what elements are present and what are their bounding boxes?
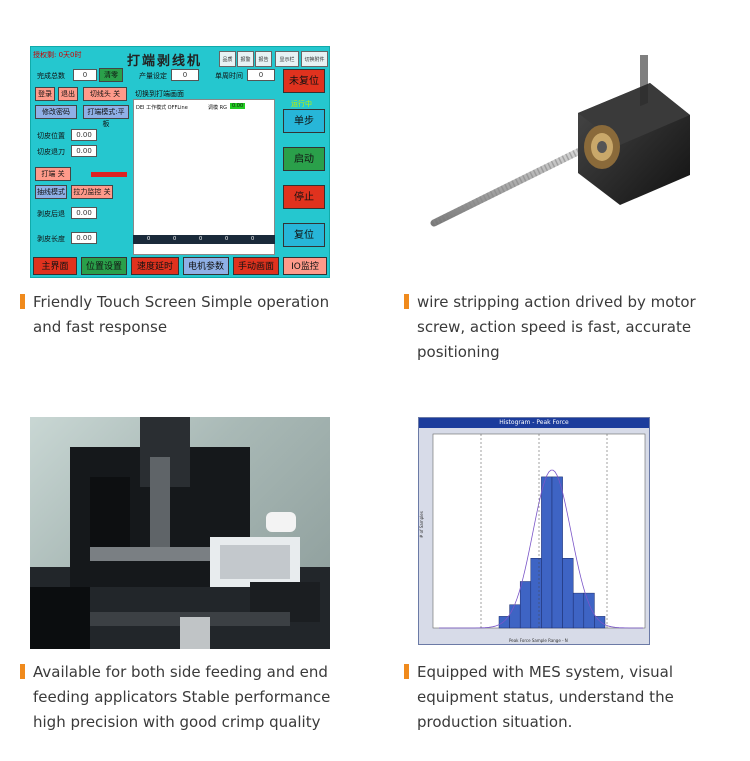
histogram-bar	[541, 476, 553, 629]
production-set-field[interactable]: 0	[171, 69, 199, 81]
hmi-title: 打端剥线机	[127, 54, 203, 69]
bottom-status-bar: 0 0 0 0 0	[133, 235, 275, 244]
hmi-touch-screen: 授权剩: 0天0时 打端剥线机 品质 报警 报告 显示栏 切换附件 完成总数 0…	[30, 46, 330, 278]
bottom-value: 0	[199, 236, 203, 242]
caption-line: equipment status, understand the	[417, 688, 674, 706]
strip-length-label: 剥皮长度	[37, 235, 65, 243]
crimp-applicator-image	[30, 417, 330, 649]
hmi-tab[interactable]: 切换附件	[301, 51, 328, 67]
crimp-mode-button[interactable]: 打端模式:平板	[83, 105, 129, 128]
crimp-toggle[interactable]: 打端 关	[35, 167, 71, 181]
caption-line: wire stripping action drived by motor	[417, 293, 696, 311]
twist-mode-button[interactable]: 抽线模式	[35, 185, 67, 199]
nav-manual[interactable]: 手动画面	[233, 257, 279, 275]
histogram-bar	[509, 604, 521, 629]
bottom-value: 0	[173, 236, 177, 242]
histogram-chart: # of Samples Peak Force Sample Range - N	[419, 433, 646, 643]
histogram-bar	[562, 558, 574, 629]
caption-line: Available for both side feeding and end	[33, 663, 328, 681]
hmi-tab[interactable]: 品质	[219, 51, 236, 67]
histogram-bar	[572, 592, 585, 629]
bullet-marker	[20, 294, 25, 309]
caption-line: production situation.	[417, 713, 573, 731]
hmi-tab[interactable]: 报告	[255, 51, 272, 67]
histogram-bar	[498, 616, 510, 629]
y-axis-label: # of Samples	[419, 511, 424, 538]
production-set-label: 产量设定	[139, 72, 167, 80]
caption-line: and fast response	[33, 318, 168, 336]
not-reset-button[interactable]: 未复位	[283, 69, 325, 93]
single-time-label: 单周时间	[215, 72, 243, 80]
cut-position-field[interactable]: 0.00	[71, 129, 97, 141]
change-password-button[interactable]: 修改密码	[35, 105, 77, 119]
histogram-bar	[594, 616, 606, 629]
nav-io-monitor[interactable]: IO监控	[283, 257, 327, 275]
pull-monitor-toggle[interactable]: 拉力监控 关	[71, 185, 113, 199]
bottom-value: 0	[251, 236, 255, 242]
caption-line: Friendly Touch Screen Simple operation	[33, 293, 330, 311]
status-line: DEI 工作模式 OFFLine	[136, 105, 188, 111]
start-button[interactable]: 启动	[283, 147, 325, 171]
caption-line: high precision with good crimp quality	[33, 713, 321, 731]
reset-button[interactable]: 复位	[283, 223, 325, 247]
clear-button[interactable]: 清零	[99, 68, 123, 82]
crimp-applicator-photo	[30, 417, 330, 649]
login-button[interactable]: 登录	[35, 87, 55, 101]
logout-button[interactable]: 退出	[58, 87, 78, 101]
bottom-value: 0	[147, 236, 151, 242]
done-total-label: 完成总数	[37, 72, 65, 80]
stop-button[interactable]: 停止	[283, 185, 325, 209]
caption-line: feeding applicators Stable performance	[33, 688, 331, 706]
nav-motor-params[interactable]: 电机参数	[183, 257, 229, 275]
caption-line: screw, action speed is fast, accurate	[417, 318, 692, 336]
histogram-title: Histogram - Peak Force	[419, 418, 649, 428]
nav-speed-delay[interactable]: 速度延时	[131, 257, 179, 275]
status-panel: DEI 工作模式 OFFLine 调模 RG 0.00	[133, 99, 275, 255]
single-step-button[interactable]: 单步	[283, 109, 325, 133]
status-extra: 调模 RG	[208, 105, 227, 111]
status-badge: 0.00	[230, 103, 246, 109]
caption-applicators: Available for both side feeding and end …	[20, 660, 330, 735]
bullet-marker	[404, 294, 409, 309]
single-time-field[interactable]: 0	[247, 69, 275, 81]
histogram-bar	[583, 592, 595, 629]
x-axis-label: Peak Force Sample Range - N	[509, 638, 568, 643]
bottom-value: 0	[225, 236, 229, 242]
hmi-auth-label: 授权剩: 0天0时	[33, 51, 82, 59]
histogram-bar	[530, 558, 542, 629]
switch-screen-label: 切换到打端画面	[135, 90, 184, 98]
histogram-bar	[519, 581, 532, 629]
caption-motor: wire stripping action drived by motor sc…	[404, 290, 696, 365]
normal-curve	[439, 469, 643, 629]
nav-main[interactable]: 主界面	[33, 257, 77, 275]
cut-back-label: 切皮退刀	[37, 148, 65, 156]
histogram-bar	[551, 476, 563, 629]
stepper-motor-image	[430, 55, 690, 227]
running-indicator: 运行中	[291, 100, 312, 108]
wire-graphic	[91, 172, 127, 177]
cut-position-label: 切皮位置	[37, 132, 65, 140]
caption-mes: Equipped with MES system, visual equipme…	[404, 660, 674, 735]
cut-back-field[interactable]: 0.00	[71, 145, 97, 157]
bullet-marker	[404, 664, 409, 679]
bullet-marker	[20, 664, 25, 679]
histogram-window: Histogram - Peak Force # of Samples Peak…	[418, 417, 650, 645]
done-total-field[interactable]: 0	[73, 69, 97, 81]
stepper-motor-photo	[420, 55, 710, 265]
nav-position[interactable]: 位置设置	[81, 257, 127, 275]
hmi-tab[interactable]: 报警	[237, 51, 254, 67]
caption-line: positioning	[417, 343, 500, 361]
strip-back-label: 剥皮后退	[37, 210, 65, 218]
strip-length-field[interactable]: 0.00	[71, 232, 97, 244]
strip-back-field[interactable]: 0.00	[71, 207, 97, 219]
caption-line: Equipped with MES system, visual	[417, 663, 674, 681]
caption-touch-screen: Friendly Touch Screen Simple operation a…	[20, 290, 329, 340]
hmi-tab[interactable]: 显示栏	[275, 51, 299, 67]
cut-head-toggle[interactable]: 切线头 关	[83, 87, 127, 101]
